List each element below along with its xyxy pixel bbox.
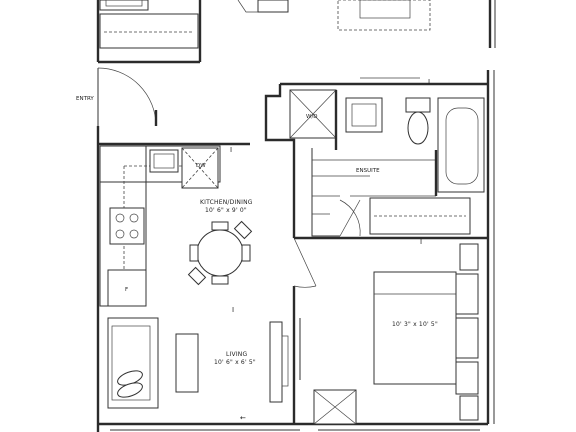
storage-diag-2 xyxy=(313,389,357,425)
laundry: W/D xyxy=(264,84,337,150)
upper-shelf xyxy=(105,0,143,7)
nightstand-bottom xyxy=(459,395,479,421)
living-dimensions: 10' 6" x 6' 5" xyxy=(214,359,256,366)
entry-label: ENTRY xyxy=(76,96,94,102)
entry-door-swing xyxy=(97,67,157,127)
ensuite-stair-wall xyxy=(311,148,340,237)
laundry-wall xyxy=(264,84,296,150)
dining-set xyxy=(187,220,253,286)
wd-diag-2 xyxy=(289,89,337,139)
burner-3 xyxy=(115,229,125,239)
cushion-2 xyxy=(117,382,143,398)
kitchen-mark: I xyxy=(230,146,232,154)
wardrobe-2 xyxy=(455,317,479,359)
dining-chair-n xyxy=(211,221,229,231)
kitchen-sink xyxy=(149,149,179,173)
upper-cabinet xyxy=(257,0,289,13)
vanity-basin xyxy=(351,103,377,127)
ensuite xyxy=(311,90,485,237)
cooktop xyxy=(109,207,145,245)
bedroom-dimensions: 10' 3" x 10' 5" xyxy=(392,321,438,328)
burner-1 xyxy=(115,213,125,223)
bedroom-mark: I xyxy=(420,238,422,246)
washer-dryer-label: W/D xyxy=(306,114,318,120)
upper-table xyxy=(359,0,411,19)
ensuite-door-swing xyxy=(339,199,361,237)
dining-chair-s xyxy=(211,275,229,285)
kitchen-dining-label: KITCHEN/DINING xyxy=(200,199,253,206)
ensuite-door-leaf xyxy=(339,199,361,237)
bathtub-basin xyxy=(445,107,479,185)
upper-door-swing xyxy=(237,0,258,13)
tv-console xyxy=(269,321,283,403)
coffee-table xyxy=(175,333,199,393)
upper-closet-box xyxy=(99,13,199,49)
dishwasher-label: DW xyxy=(196,163,206,169)
vanity-sink xyxy=(345,97,383,133)
upper-area xyxy=(96,0,496,64)
toilet-tank xyxy=(405,97,431,113)
dining-table xyxy=(196,229,244,277)
interior-walls xyxy=(292,150,488,424)
bed xyxy=(373,271,457,385)
dishwasher-diag-2 xyxy=(181,147,219,189)
dining-chair-e xyxy=(241,244,251,262)
bathtub xyxy=(437,97,485,193)
outer-walls xyxy=(96,70,495,432)
toilet-bowl xyxy=(407,111,429,145)
kitchen: DW F I xyxy=(99,145,232,307)
bedroom xyxy=(313,243,479,425)
living-label: LIVING xyxy=(226,351,247,358)
living: ← xyxy=(107,317,289,422)
sofa-seat xyxy=(111,325,151,401)
kitchen-sink-basin xyxy=(153,153,175,169)
bedroom-door-leaf xyxy=(293,237,317,287)
dining-chair-ne xyxy=(233,220,253,240)
ensuite-mark: I xyxy=(428,78,430,86)
fridge xyxy=(107,269,147,307)
living-arrow: ← xyxy=(240,414,246,422)
nightstand-top xyxy=(459,243,479,271)
wardrobe-1 xyxy=(455,273,479,315)
entry-door xyxy=(97,67,158,127)
upper-rug xyxy=(337,0,431,31)
burner-2 xyxy=(129,213,139,223)
upper-closet xyxy=(99,0,149,11)
bedroom-door-swing xyxy=(293,285,317,288)
wardrobe-3 xyxy=(455,361,479,395)
ensuite-label: ENSUITE xyxy=(356,168,380,174)
kitchen-dining-dimensions: 10' 6" x 9' 0" xyxy=(205,207,247,214)
burner-4 xyxy=(129,229,139,239)
dining-chair-sw xyxy=(187,266,207,286)
fridge-label: F xyxy=(125,287,128,293)
dining-chair-w xyxy=(189,244,199,262)
tv xyxy=(281,335,289,387)
living-mark: I xyxy=(232,306,234,314)
